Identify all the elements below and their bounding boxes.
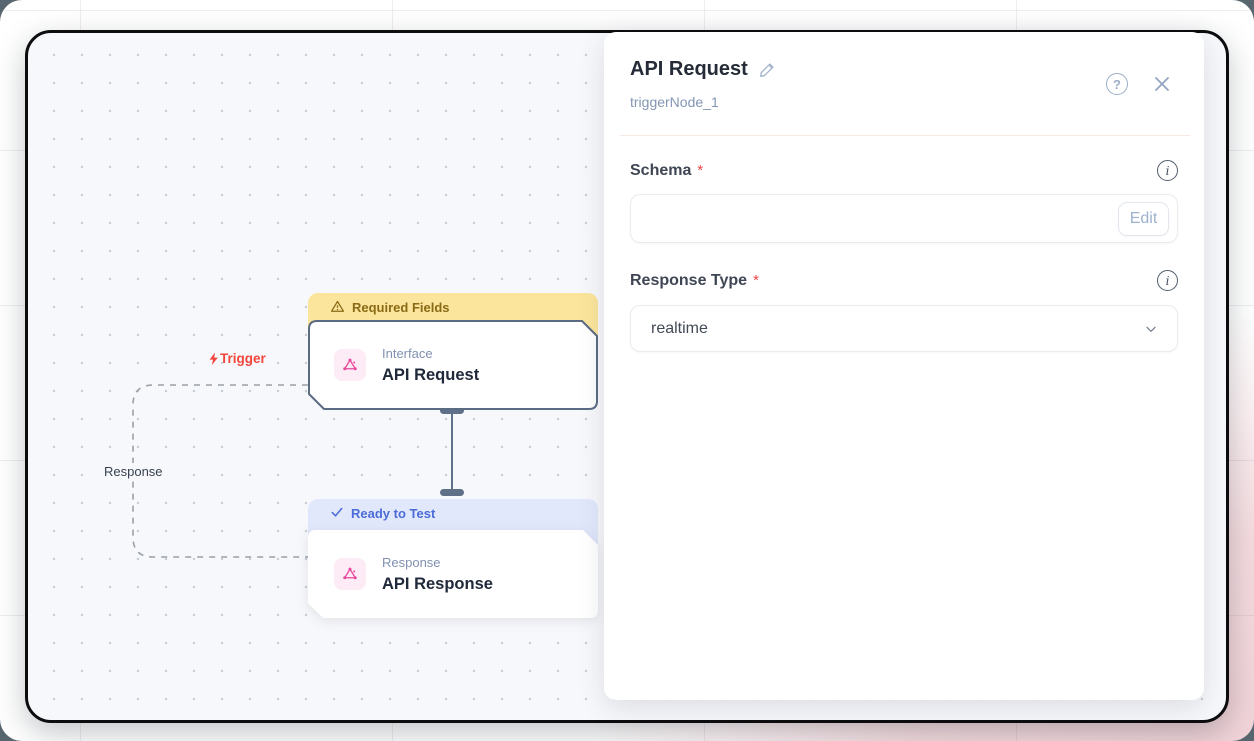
trigger-edge-label: Trigger [208,351,266,366]
node-shape [308,320,598,410]
node-connector-line [451,410,453,496]
interface-node-icon [334,349,366,381]
node-id-label: triggerNode_1 [630,94,719,110]
polygon-graph-icon [343,358,357,371]
response-node-icon [334,558,366,590]
node-title: API Response [382,574,493,593]
response-type-value: realtime [651,319,708,337]
response-type-select[interactable]: realtime [630,305,1178,352]
checkmark-icon [331,507,343,517]
schema-input[interactable]: Edit [630,194,1178,243]
node-config-panel: API Request triggerNode_1 ? Schema * i E… [604,32,1204,700]
warning-triangle-icon [330,300,345,312]
schema-field-label: Schema [630,161,692,179]
close-icon[interactable] [1152,74,1172,94]
lightning-bolt-icon [209,352,218,365]
node-shape [308,530,598,618]
node-type-label: Response [382,554,441,570]
chevron-down-icon [1143,321,1159,337]
polygon-graph-icon [343,567,357,580]
bg-gridline [0,10,1254,11]
edit-pencil-icon[interactable] [758,61,776,79]
request-node-output-handle[interactable] [440,407,464,414]
required-asterisk: * [753,272,759,289]
info-icon[interactable]: i [1157,270,1178,291]
help-icon[interactable]: ? [1106,73,1128,95]
panel-title: API Request [630,58,748,80]
api-request-node[interactable]: Interface API Request [308,320,598,410]
node-title: API Request [382,365,480,384]
api-response-node[interactable]: Response API Response [308,530,598,618]
node-type-label: Interface [382,345,433,361]
flow-canvas[interactable]: Response Trigger Required Fields [28,33,1226,720]
panel-divider [620,135,1190,136]
response-type-field-label: Response Type [630,271,748,289]
info-icon[interactable]: i [1157,160,1178,181]
schema-edit-button[interactable]: Edit [1118,202,1169,236]
response-edge-label: Response [100,463,167,480]
required-asterisk: * [697,162,704,179]
response-node-input-handle[interactable] [440,489,464,496]
